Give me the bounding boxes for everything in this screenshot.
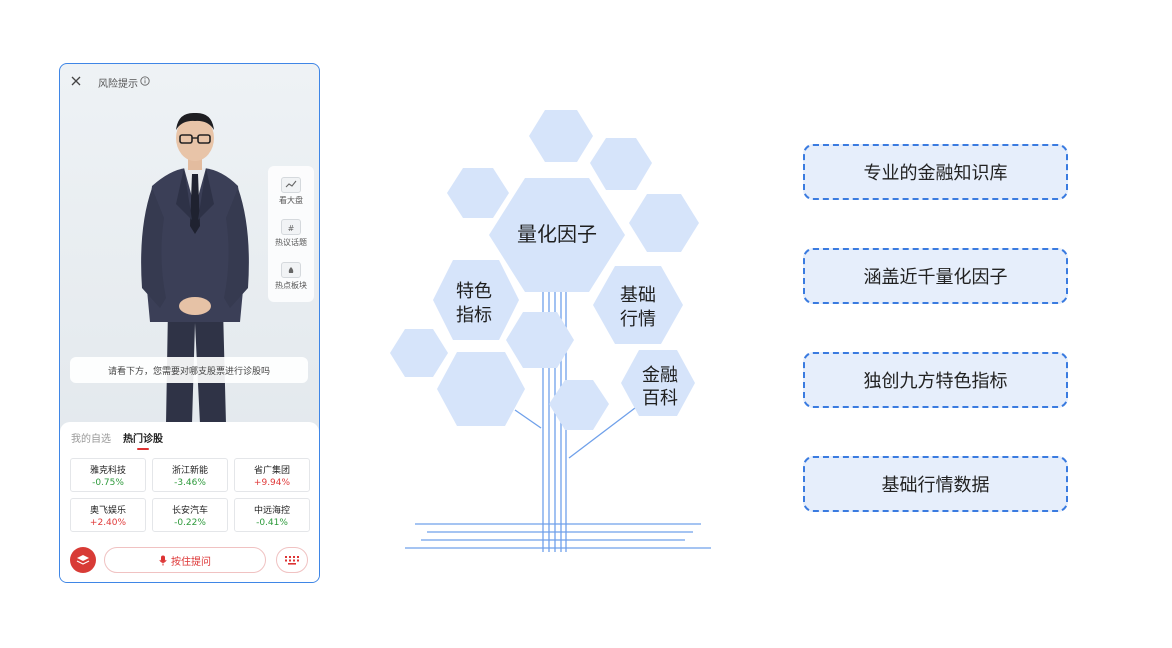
stock-name: 中远海控 <box>253 505 290 516</box>
hex-center <box>489 178 625 292</box>
assistant-prompt: 请看下方，您需要对哪支股票进行诊股吗 <box>70 357 308 383</box>
phone-header: 风险提示 <box>60 64 319 100</box>
hex-decorations <box>390 110 699 430</box>
feature-market-data: 基础行情数据 <box>803 456 1068 512</box>
topic-icon: # <box>281 219 301 236</box>
keyboard-button[interactable] <box>276 547 308 573</box>
stock-change: -0.41% <box>256 517 288 528</box>
hex-left <box>433 260 519 340</box>
hex-decor <box>437 352 525 426</box>
layers-icon <box>76 555 90 565</box>
close-icon[interactable] <box>70 75 82 87</box>
hex-decor <box>447 168 509 218</box>
microphone-icon <box>159 555 167 565</box>
stock-sheet: 我的自选 热门诊股 雅克科技 -0.75% 浙江新能 -3.46% 省广集团 +… <box>60 422 319 582</box>
tab-watchlist[interactable]: 我的自选 <box>71 434 111 445</box>
stock-name: 浙江新能 <box>171 465 208 476</box>
hex-decor <box>390 329 448 377</box>
svg-text:#: # <box>288 224 295 232</box>
hex-bottom-label-1: 金融 <box>642 365 678 385</box>
hold-to-ask-label: 按住提问 <box>171 556 211 568</box>
sheet-tabs: 我的自选 热门诊股 <box>71 430 163 450</box>
feature-quant-factors: 涵盖近千量化因子 <box>803 248 1068 304</box>
stock-change: +2.40% <box>89 517 127 528</box>
stock-card[interactable]: 奥飞娱乐 +2.40% <box>70 498 146 532</box>
hex-right-label-1: 基础 <box>620 285 656 305</box>
hex-decor <box>590 138 652 190</box>
keyboard-icon <box>285 556 299 565</box>
stock-card[interactable]: 雅克科技 -0.75% <box>70 458 146 492</box>
stock-change: -0.22% <box>174 517 206 528</box>
sector-icon <box>281 262 301 279</box>
presenter-figure <box>141 112 249 424</box>
hex-center-label: 量化因子 <box>517 223 597 246</box>
tool-market-overview[interactable]: 看大盘 <box>279 176 303 206</box>
tree-roots <box>405 523 711 549</box>
stock-name: 奥飞娱乐 <box>89 505 126 516</box>
phone-panel: 风险提示 <box>59 63 320 583</box>
stock-name: 长安汽车 <box>171 505 208 516</box>
stock-change: -0.75% <box>92 477 124 488</box>
tool-hot-topics[interactable]: # 热议话题 <box>275 219 307 248</box>
tool-label: 热点板块 <box>275 281 307 291</box>
tab-hot-diagnosis[interactable]: 热门诊股 <box>123 430 163 450</box>
hex-decor <box>529 110 593 162</box>
stock-name: 省广集团 <box>253 465 290 476</box>
stock-card[interactable]: 浙江新能 -3.46% <box>152 458 228 492</box>
stock-grid: 雅克科技 -0.75% 浙江新能 -3.46% 省广集团 +9.94% 奥飞娱乐… <box>70 458 310 532</box>
hex-decor <box>506 312 574 368</box>
stock-card[interactable]: 中远海控 -0.41% <box>234 498 310 532</box>
input-bar: 按住提问 <box>70 547 310 573</box>
hold-to-ask-button[interactable]: 按住提问 <box>104 547 266 573</box>
hex-right-label-2: 行情 <box>620 309 656 329</box>
tool-label: 热议话题 <box>275 238 307 248</box>
stock-change: +9.94% <box>253 477 291 488</box>
side-toolbar: 看大盘 # 热议话题 热点板块 <box>268 166 314 302</box>
stock-name: 雅克科技 <box>89 465 126 476</box>
feature-special-indicators: 独创九方特色指标 <box>803 352 1068 408</box>
stock-change: -3.46% <box>174 477 206 488</box>
hex-decor <box>549 380 609 430</box>
tool-hot-sectors[interactable]: 热点板块 <box>275 262 307 291</box>
hex-left-label-2: 指标 <box>456 305 492 325</box>
hex-right <box>593 266 683 344</box>
risk-warning-label[interactable]: 风险提示 <box>98 79 138 90</box>
stock-card[interactable]: 长安汽车 -0.22% <box>152 498 228 532</box>
tool-label: 看大盘 <box>279 195 303 205</box>
hex-bottom <box>621 350 695 416</box>
knowledge-tree-diagram: 量化因子 特色 指标 基础 行情 金融 百科 <box>390 110 711 552</box>
hex-bottom-label-2: 百科 <box>642 388 678 408</box>
info-icon[interactable] <box>140 76 150 86</box>
layers-button[interactable] <box>70 547 96 573</box>
stock-card[interactable]: 省广集团 +9.94% <box>234 458 310 492</box>
hex-decor <box>629 194 699 252</box>
feature-knowledge-base: 专业的金融知识库 <box>803 144 1068 200</box>
hex-left-label-1: 特色 <box>456 281 492 301</box>
chart-icon <box>281 176 301 193</box>
